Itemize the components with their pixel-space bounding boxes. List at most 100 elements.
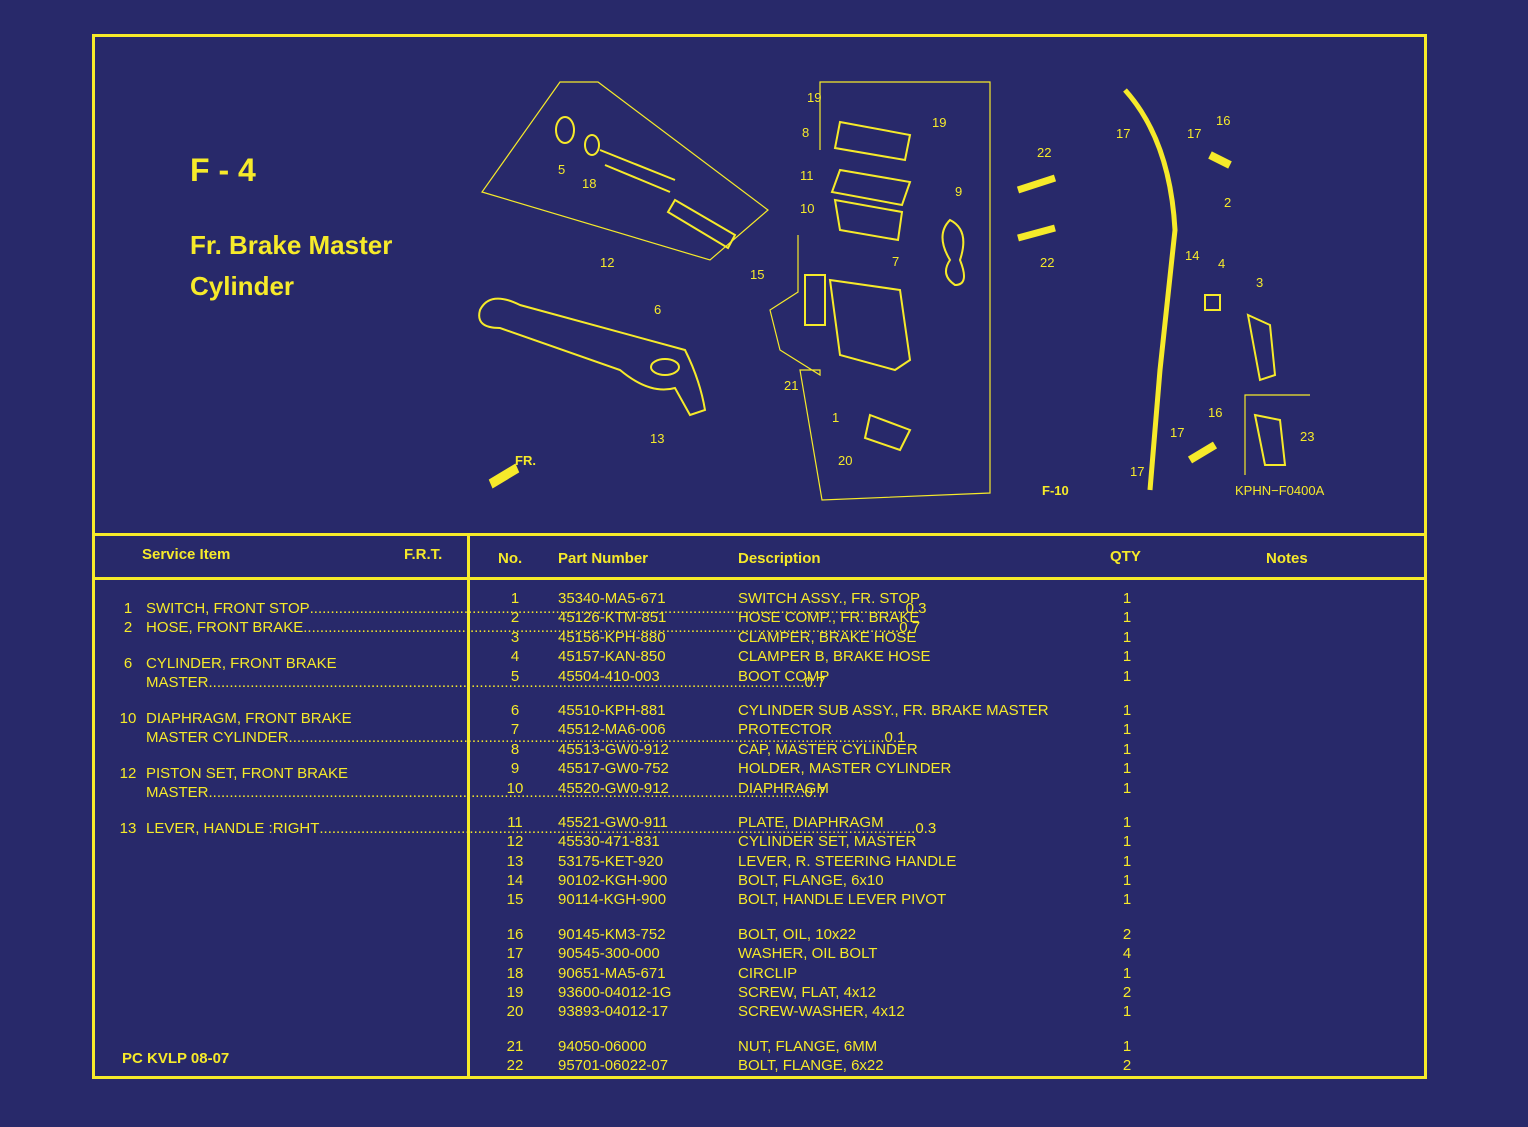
part-number: 95701-06022-07	[558, 1057, 669, 1075]
boot-part	[555, 116, 575, 144]
part-number: 45517-GW0-752	[558, 760, 669, 778]
divider-vertical	[467, 533, 470, 1079]
part-no: 15	[506, 891, 524, 909]
piston-spring-part	[666, 198, 737, 250]
part-description: BOLT, HANDLE LEVER PIVOT	[738, 891, 947, 909]
part-qty: 1	[1122, 590, 1132, 607]
part-description: BOLT, OIL, 10x22	[738, 925, 857, 943]
part-qty: 1	[1122, 648, 1132, 666]
callout-label: 17	[1116, 126, 1130, 141]
part-description: SCREW-WASHER, 4x12	[738, 1003, 905, 1021]
part-number: 90545-300-000	[558, 945, 660, 963]
part-no: 16	[506, 925, 524, 943]
part-qty: 1	[1122, 852, 1132, 870]
cap-part	[833, 120, 912, 162]
part-number: 45512-MA6-006	[558, 721, 666, 739]
part-number: 90102-KGH-900	[558, 872, 668, 890]
callout-label: 20	[838, 453, 852, 468]
callout-label: 9	[955, 184, 962, 199]
part-qty: 1	[1122, 760, 1132, 778]
callout-label: 10	[800, 201, 814, 216]
page-frame	[92, 34, 1427, 1079]
callout-label: 7	[892, 254, 899, 269]
part-number: 45530-471-831	[558, 833, 660, 851]
part-no: 17	[506, 945, 524, 963]
service-item-no: 1	[123, 600, 133, 617]
part-no: 2	[510, 609, 520, 627]
part-no: 7	[510, 721, 520, 739]
service-item-no: 10	[119, 710, 137, 727]
part-qty: 1	[1122, 964, 1132, 982]
callout-label: 12	[600, 255, 614, 270]
part-description: WASHER, OIL BOLT	[738, 945, 878, 963]
service-item-desc: LEVER, HANDLE :RIGHT 0.3	[146, 819, 936, 838]
part-no: 12	[506, 833, 524, 851]
callout-label: 17	[1170, 425, 1184, 440]
service-item-no: 2	[123, 619, 133, 636]
part-no: 19	[506, 984, 524, 1002]
part-number: 45513-GW0-912	[558, 740, 669, 758]
frt-header: F.R.T.	[404, 546, 443, 563]
service-item-frt: 0.1	[884, 729, 906, 746]
part-no: 10	[506, 779, 524, 797]
callout-label: 22	[1037, 145, 1051, 160]
diagram-ref-code: KPHN−F0400A	[1235, 483, 1325, 498]
part-qty: 1	[1122, 891, 1132, 909]
part-description: LEVER, R. STEERING HANDLE	[738, 852, 957, 870]
service-item-frt: 0.7	[804, 784, 826, 801]
part-qty: 2	[1122, 1057, 1132, 1075]
part-description: BOOT COMP	[738, 667, 830, 685]
service-item-text: LEVER, HANDLE :RIGHT	[146, 820, 320, 837]
part-qty: 1	[1122, 833, 1132, 851]
callout-label: 4	[1218, 256, 1225, 271]
service-item-line: PISTON SET, FRONT BRAKE	[146, 764, 825, 783]
part-number: 45504-410-003	[558, 667, 660, 685]
callout-label: 8	[802, 125, 809, 140]
master-cylinder-outline	[769, 81, 991, 501]
lever-part	[478, 297, 707, 417]
callout-label: 17	[1187, 126, 1201, 141]
service-item-line: MASTER0.7	[146, 783, 825, 802]
service-item-line: DIAPHRAGM, FRONT BRAKE	[146, 709, 905, 728]
part-number: 93893-04012-17	[558, 1003, 669, 1021]
lever-eye	[650, 358, 680, 376]
catalog-code: PC KVLP 08-07	[122, 1050, 230, 1067]
part-no: 4	[510, 648, 520, 666]
callout-label: 2	[1224, 195, 1231, 210]
service-item-line: SWITCH, FRONT STOP 0.3	[146, 599, 926, 618]
service-item-text: PISTON SET, FRONT BRAKE	[146, 765, 348, 782]
callout-label: 19	[807, 90, 821, 105]
part-number: 94050-06000	[558, 1037, 647, 1055]
part-no: 21	[506, 1037, 524, 1055]
table-row: 12 45530-471-831 CYLINDER SET, MASTER 1	[470, 832, 1420, 851]
part-number: 45156-KPH-880	[558, 628, 666, 646]
part-number: 45521-GW0-911	[558, 813, 668, 831]
part-description: CLAMPER B, BRAKE HOSE	[738, 648, 931, 666]
part-description: CYLINDER SET, MASTER	[738, 833, 917, 851]
part-description: CYLINDER SUB ASSY., FR. BRAKE MASTER	[738, 701, 1049, 719]
service-item-frt: 0.3	[905, 600, 927, 617]
part-qty: 1	[1122, 1037, 1132, 1055]
divider-horizontal-header	[92, 577, 1427, 580]
part-qty: 1	[1122, 872, 1132, 890]
notes-header: Notes	[1266, 550, 1308, 567]
service-item-no: 6	[123, 655, 133, 672]
